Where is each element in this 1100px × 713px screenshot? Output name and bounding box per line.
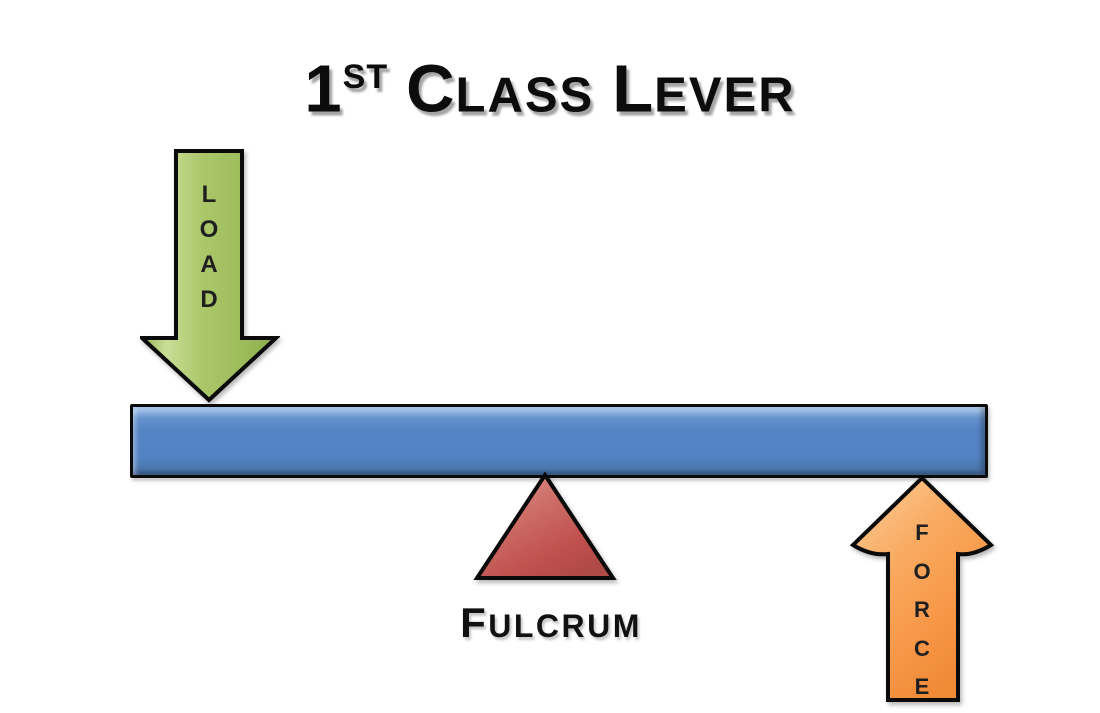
fulcrum-triangle-icon <box>473 471 617 580</box>
force-letter: C <box>914 635 930 661</box>
force-letter: E <box>914 674 930 699</box>
title-word2-rest: EVER <box>654 68 796 123</box>
fulcrum-label: FULCRUM <box>460 599 642 647</box>
force-arrow-up-icon <box>849 475 995 702</box>
title-word1-initial: C <box>406 51 456 127</box>
title-word1-rest: LASS <box>455 68 595 123</box>
title-ordinal: ST <box>342 58 389 96</box>
diagram-title: 1ST CLASS LEVER <box>0 40 1100 132</box>
lever-beam <box>130 404 988 478</box>
load-letter: A <box>200 251 218 278</box>
title-number: 1 <box>304 51 343 127</box>
load-letter: O <box>199 216 219 243</box>
title-word2-initial: L <box>612 51 655 127</box>
load-arrow-down-icon <box>140 149 280 403</box>
load-letter: D <box>200 286 218 313</box>
fulcrum-label-initial: F <box>460 599 489 646</box>
force-label: F O R C E <box>887 514 957 707</box>
force-letter: O <box>913 558 931 584</box>
force-letter: F <box>915 520 929 545</box>
fulcrum-label-rest: ULCRUM <box>488 608 642 644</box>
load-label: L O A D <box>174 177 244 317</box>
load-letter: L <box>201 181 217 208</box>
force-letter: R <box>914 597 930 622</box>
